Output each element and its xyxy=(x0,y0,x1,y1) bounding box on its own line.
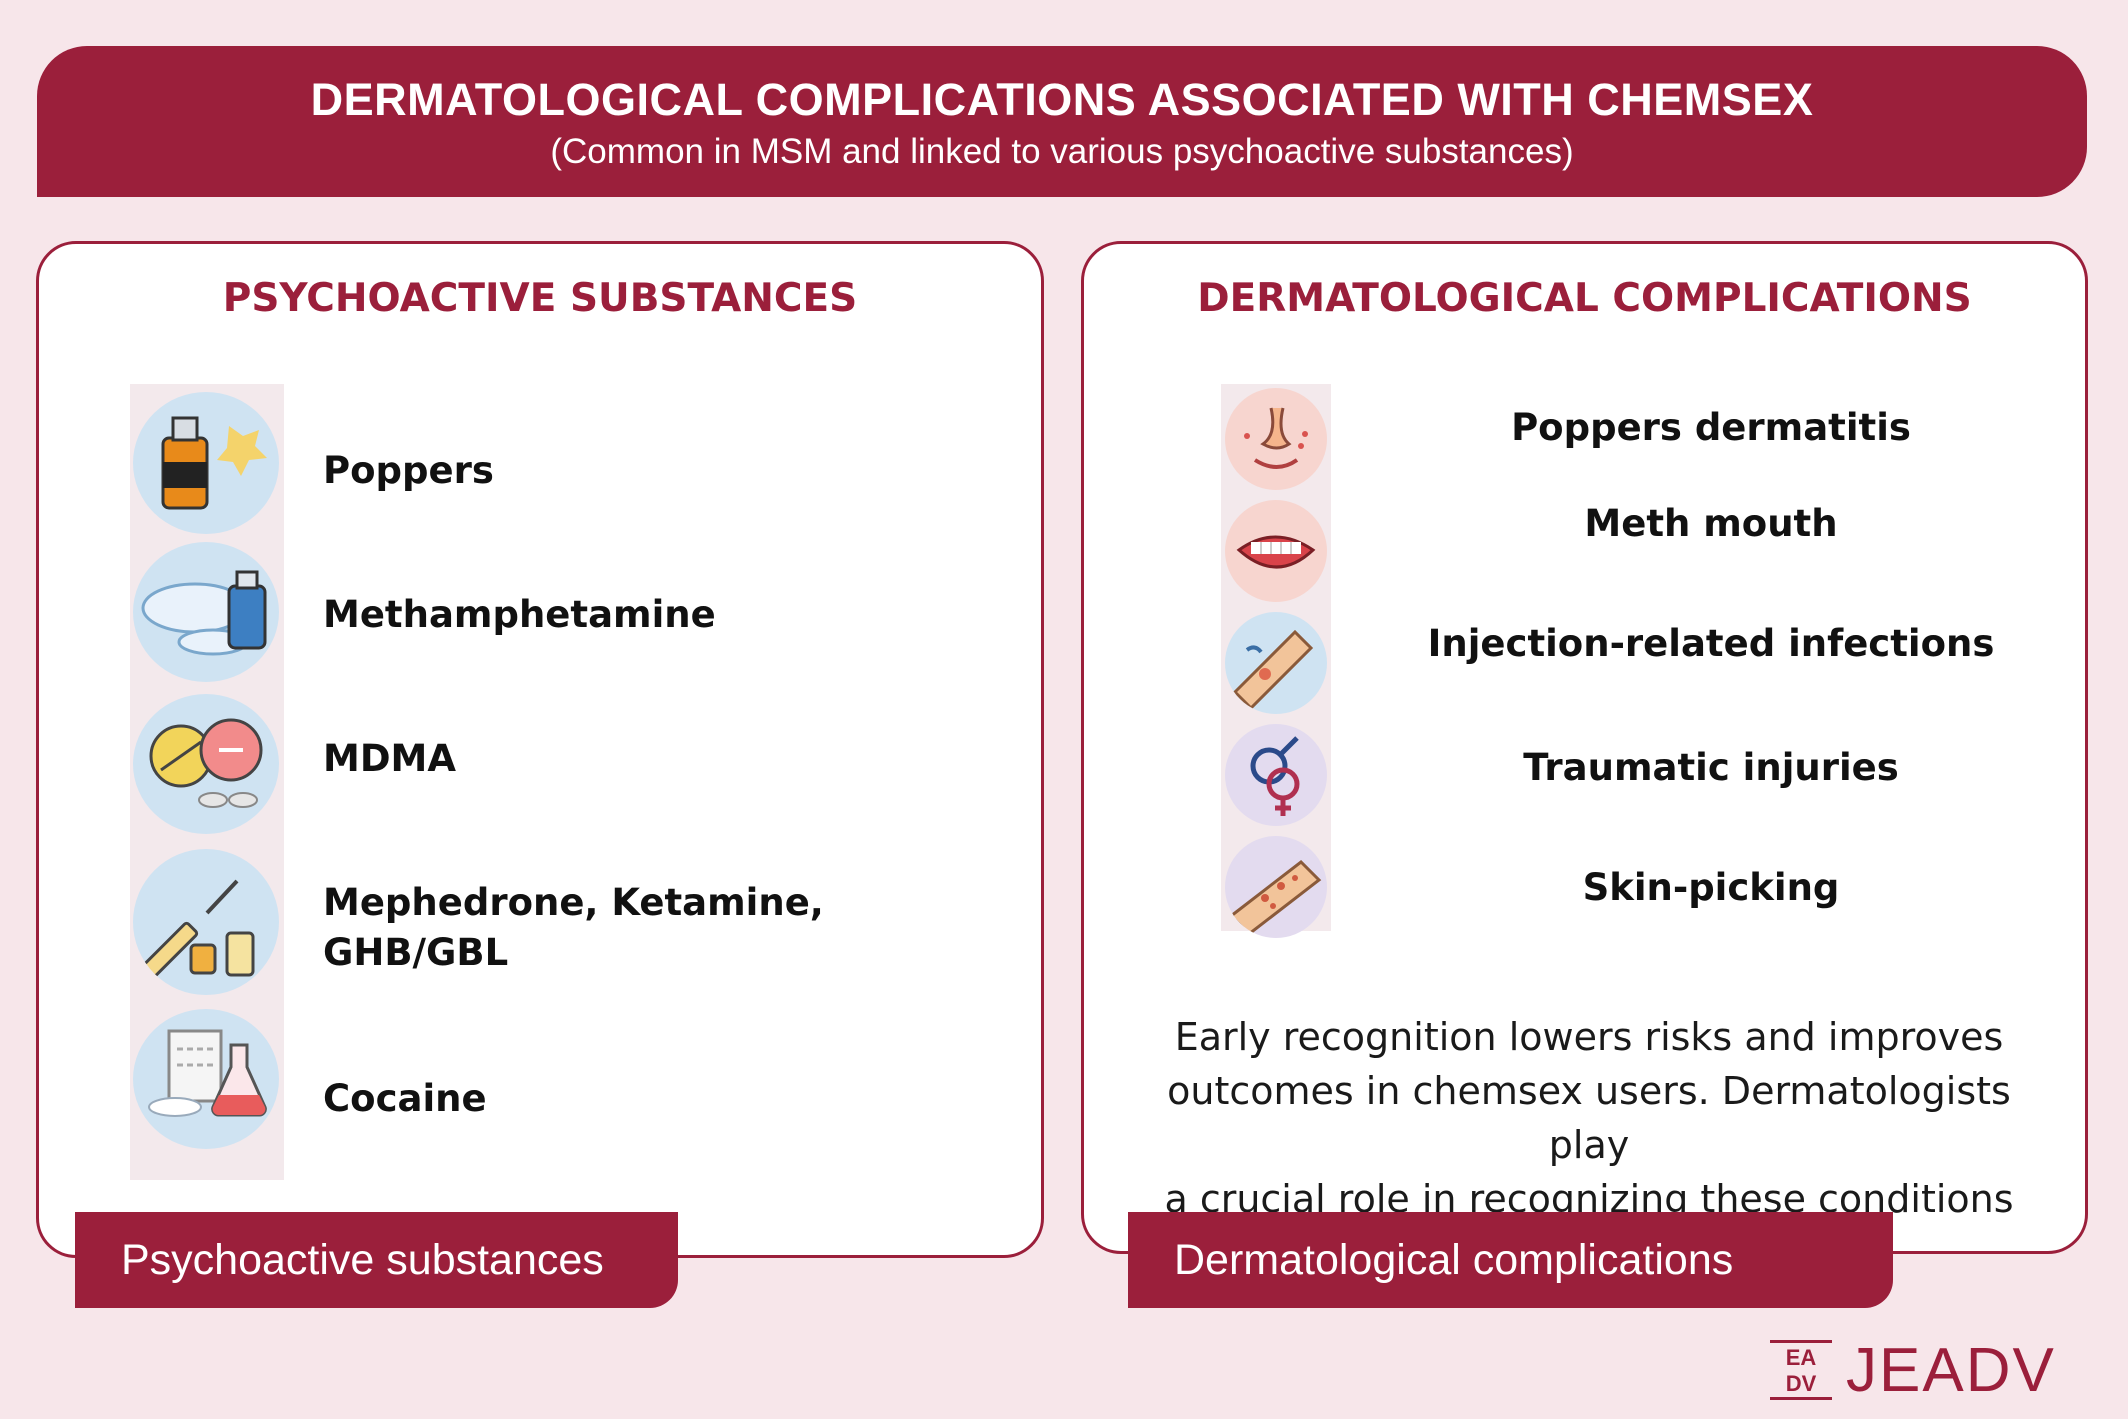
mouth-teeth-icon xyxy=(1225,500,1327,602)
substance-label-cocaine: Cocaine xyxy=(323,1077,487,1120)
complication-label-poppers-dermatitis: Poppers dermatitis xyxy=(1511,406,1911,449)
logo-wordmark: JEADV xyxy=(1846,1335,2056,1405)
complication-label-injection-infections: Injection-related infections xyxy=(1427,622,1995,665)
face-rash-icon xyxy=(1225,388,1327,490)
panel-title-substances: PSYCHOACTIVE SUBSTANCES xyxy=(222,276,858,321)
note-line: outcomes in chemsex users. Dermatologist… xyxy=(1167,1069,2011,1167)
substance-label-poppers: Poppers xyxy=(323,449,494,492)
complication-label-skin-picking: Skin-picking xyxy=(1582,866,1840,909)
gender-symbols-icon xyxy=(1225,724,1327,826)
syringe-vials-icon xyxy=(133,849,279,995)
tab-dermatological-complications: Dermatological complications xyxy=(1128,1212,1893,1308)
recognition-note: Early recognition lowers risks and impro… xyxy=(1124,1010,2054,1226)
pills-icon xyxy=(133,694,279,834)
arm-wound-icon xyxy=(1225,612,1327,714)
poppers-bottle-icon xyxy=(133,392,279,534)
logo-mark-top: EA xyxy=(1785,1345,1817,1370)
tab-psychoactive-substances: Psychoactive substances xyxy=(75,1212,678,1308)
icon-strip xyxy=(130,384,284,1180)
logo-mark: EA DV xyxy=(1770,1340,1832,1400)
complication-label-meth-mouth: Meth mouth xyxy=(1584,502,1838,545)
dermatological-complications-panel: DERMATOLOGICAL COMPLICATIONS xyxy=(1081,241,2088,1254)
icon-strip xyxy=(1221,384,1331,938)
complication-label-traumatic-injuries: Traumatic injuries xyxy=(1523,746,1899,789)
page-subtitle: (Common in MSM and linked to various psy… xyxy=(550,132,1574,171)
panel-title-complications: DERMATOLOGICAL COMPLICATIONS xyxy=(1197,276,1972,321)
psychoactive-substances-panel: PSYCHOACTIVE SUBSTANCES xyxy=(36,241,1044,1258)
substance-label-methamphetamine: Methamphetamine xyxy=(323,593,716,636)
page-title: DERMATOLOGICAL COMPLICATIONS ASSOCIATED … xyxy=(310,74,1814,125)
crystals-bottle-icon xyxy=(133,542,279,682)
substance-label-mdma: MDMA xyxy=(323,737,456,780)
note-line: Early recognition lowers risks and impro… xyxy=(1174,1015,2004,1059)
substance-label-mephedrone-ketamine: Mephedrone, Ketamine, xyxy=(323,881,824,924)
powder-flask-icon xyxy=(133,1009,279,1149)
header-banner: DERMATOLOGICAL COMPLICATIONS ASSOCIATED … xyxy=(37,46,2087,197)
skin-lesions-icon xyxy=(1225,836,1327,938)
substance-label-ghb-gbl: GHB/GBL xyxy=(323,931,509,974)
jeadv-logo: EA DV JEADV xyxy=(1770,1335,2056,1405)
logo-mark-bottom: DV xyxy=(1785,1371,1817,1396)
